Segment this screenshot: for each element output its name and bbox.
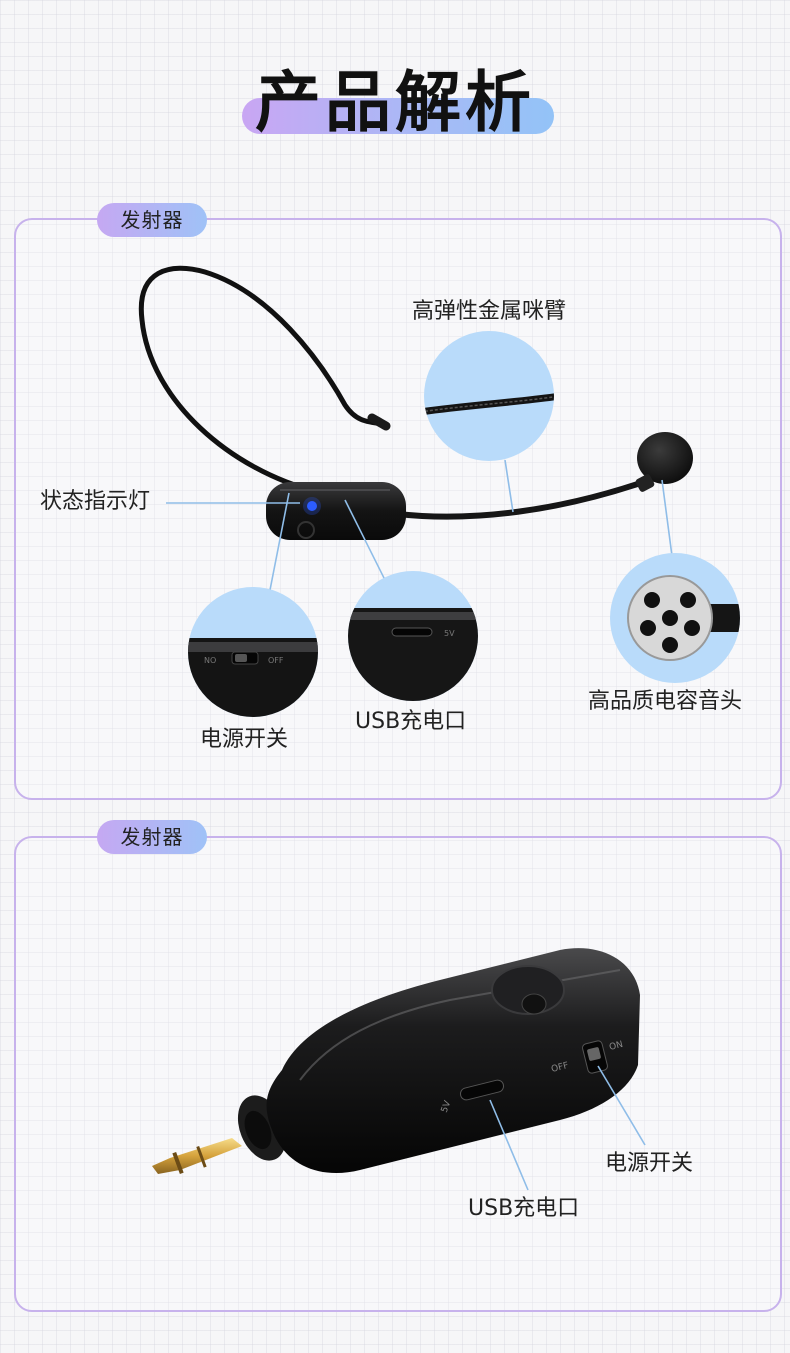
svg-text:NO: NO [204, 656, 216, 665]
section-tag: 发射器 [97, 820, 207, 854]
callout-power-switch: 电源开关 [605, 1151, 694, 1176]
svg-text:OFF: OFF [550, 1061, 569, 1075]
callout-power-switch: 电源开关 [200, 727, 289, 752]
callout-arm: 高弹性金属咪臂 [412, 299, 567, 324]
section-tag: 发射器 [97, 203, 207, 237]
power-switch-detail-circle: NO OFF [188, 587, 318, 717]
page-header: 产品解析 [0, 58, 790, 148]
svg-text:5V: 5V [440, 1099, 454, 1114]
usb-port-detail-circle: 5V [348, 571, 478, 701]
callout-usb-port: USB充电口 [355, 709, 467, 734]
arm-detail-circle [424, 331, 554, 461]
svg-text:OFF: OFF [268, 656, 284, 665]
callout-lines [166, 459, 673, 591]
page-title: 产品解析 [255, 64, 535, 141]
callout-usb-port: USB充电口 [468, 1196, 580, 1221]
capsule-detail-circle [610, 553, 740, 683]
svg-text:ON: ON [608, 1040, 624, 1053]
headset-microphone-image [138, 265, 693, 540]
receiver-image: 5V OFF ON [152, 948, 640, 1175]
callout-lines [489, 1065, 646, 1191]
svg-text:5V: 5V [444, 629, 455, 638]
title-highlight [242, 98, 554, 134]
callout-capsule: 高品质电容音头 [588, 689, 743, 714]
callout-indicator-light: 状态指示灯 [40, 489, 151, 514]
